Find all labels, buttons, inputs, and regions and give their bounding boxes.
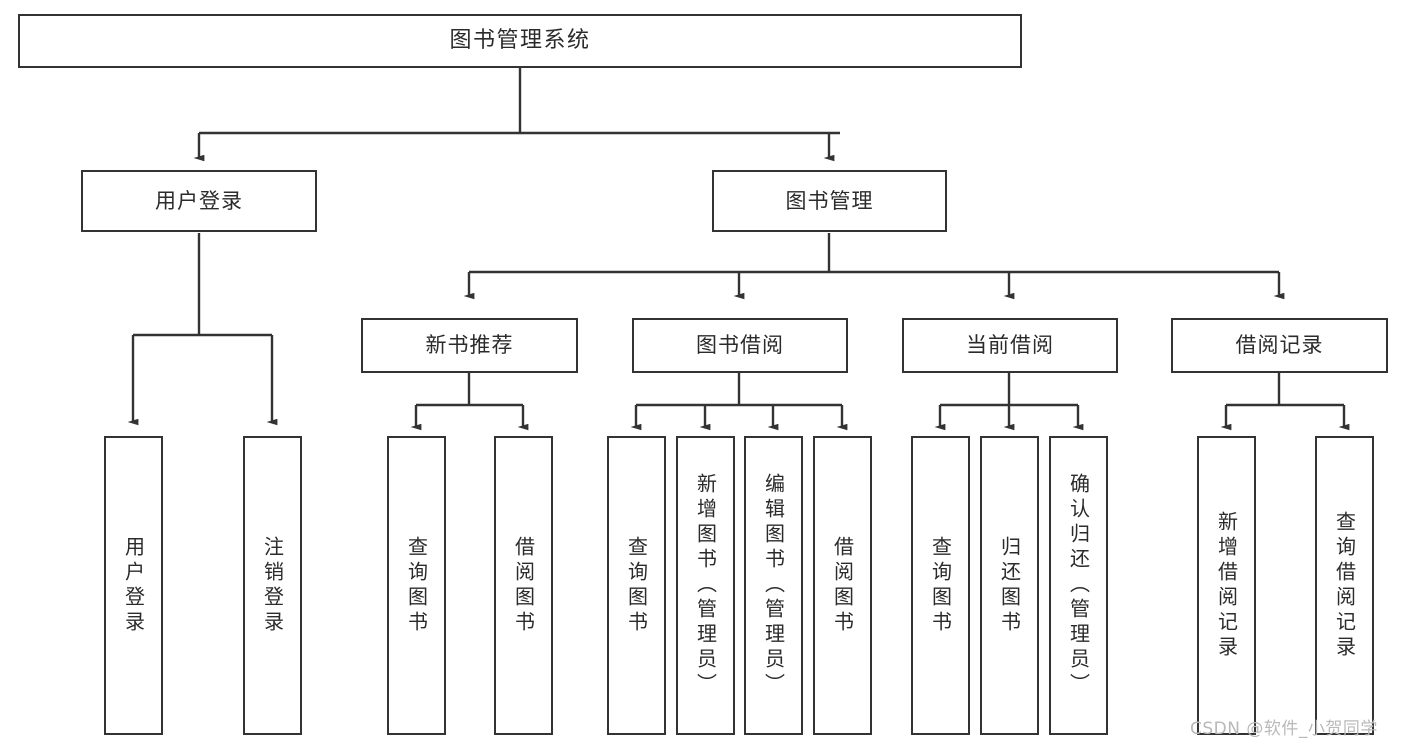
csdn-watermark: CSDN @软件_小贺同学 [1190,719,1378,739]
node-borrowing-records[interactable]: 借阅记录 [1171,318,1388,373]
node-label: 借阅图书 [511,535,536,636]
node-leaf-query-book-recommendation[interactable]: 查询图书 [387,436,446,735]
node-label: 查询图书 [928,535,953,636]
node-label: 编辑图书（管理员） [761,473,786,698]
node-leaf-user-login[interactable]: 用户登录 [104,436,163,735]
node-label: 借阅记录 [1235,333,1324,358]
node-new-book-recommendation[interactable]: 新书推荐 [361,318,578,373]
node-label: 当前借阅 [966,333,1054,358]
node-label: 借阅图书 [830,535,855,636]
node-label: 图书管理 [785,188,874,213]
node-leaf-borrow-book-recommendation[interactable]: 借阅图书 [494,436,553,735]
node-leaf-borrow-book-borrowing[interactable]: 借阅图书 [813,436,872,735]
node-label: 查询图书 [624,535,649,636]
node-root-book-management-system[interactable]: 图书管理系统 [18,14,1022,68]
node-leaf-add-borrow-record[interactable]: 新增借阅记录 [1197,436,1256,735]
node-label: 新增借阅记录 [1214,510,1239,661]
node-label: 用户登录 [121,535,146,636]
node-leaf-query-book-current[interactable]: 查询图书 [911,436,970,735]
node-book-borrowing[interactable]: 图书借阅 [632,318,848,373]
node-leaf-query-book-borrowing[interactable]: 查询图书 [607,436,666,735]
node-leaf-query-borrow-record[interactable]: 查询借阅记录 [1315,436,1374,735]
node-current-borrowing[interactable]: 当前借阅 [902,318,1118,373]
node-label: 新增图书（管理员） [693,473,718,698]
node-label: 图书管理系统 [449,28,591,54]
node-label: 新书推荐 [425,333,514,358]
node-book-management[interactable]: 图书管理 [712,170,947,232]
node-label: 注销登录 [260,535,285,636]
node-label: 查询图书 [404,535,429,636]
node-label: 确认归还（管理员） [1066,473,1091,698]
node-leaf-add-book-admin[interactable]: 新增图书（管理员） [676,436,735,735]
node-leaf-return-book[interactable]: 归还图书 [980,436,1039,735]
node-leaf-edit-book-admin[interactable]: 编辑图书（管理员） [744,436,803,735]
node-label: 查询借阅记录 [1332,510,1357,661]
node-user-login[interactable]: 用户登录 [81,170,317,232]
node-label: 图书借阅 [696,333,784,358]
node-label: 用户登录 [155,188,243,213]
node-leaf-confirm-return-admin[interactable]: 确认归还（管理员） [1049,436,1108,735]
node-label: 归还图书 [997,535,1022,636]
node-leaf-logout[interactable]: 注销登录 [243,436,302,735]
